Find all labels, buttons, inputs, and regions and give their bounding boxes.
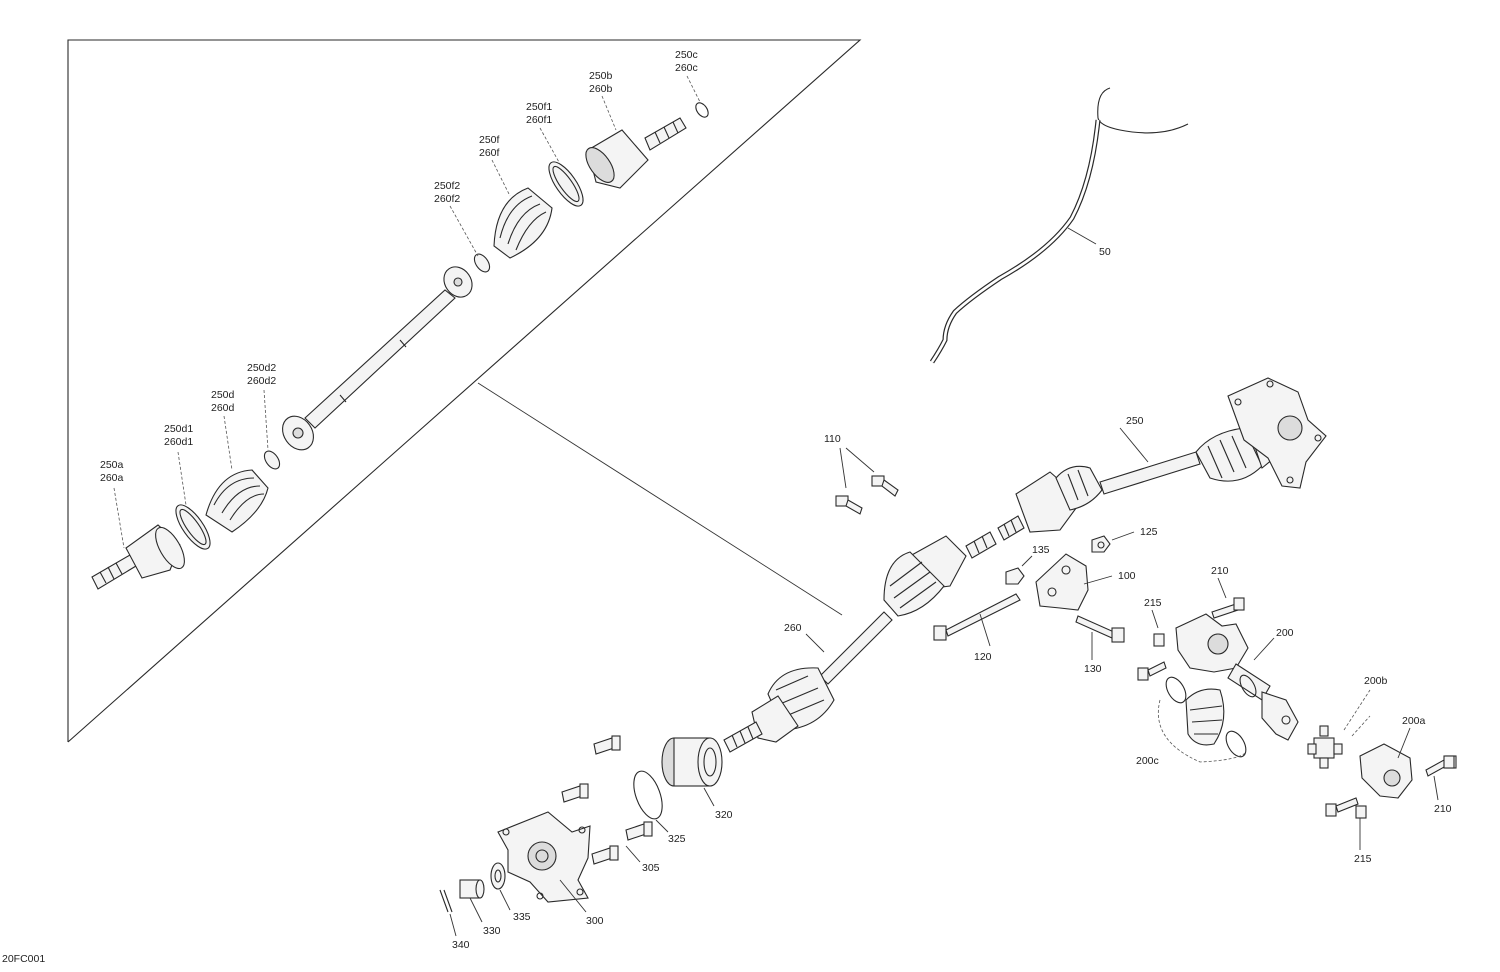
inset-frame	[67, 39, 862, 743]
label-260f2: 260f2	[434, 193, 460, 205]
axle-260-shaft	[819, 611, 893, 685]
part-labels: 250c 260c 250b 260b 250f1 260f1 250f 260…	[2, 49, 1452, 965]
nut-215-top	[1153, 633, 1165, 647]
inset-leaders	[113, 75, 701, 549]
joint-200	[1175, 613, 1299, 741]
label-250b: 250b	[589, 70, 613, 82]
label-300: 300	[586, 915, 604, 927]
nut-125	[1091, 535, 1111, 553]
bearing-320	[661, 737, 723, 787]
bolt-210-right	[1425, 755, 1455, 777]
inset-shaft	[304, 289, 456, 429]
inset-stub-shaft-250a	[91, 554, 137, 590]
label-250d2: 250d2	[247, 362, 276, 374]
boot-200c	[1165, 676, 1247, 758]
label-250f2: 250f2	[434, 180, 460, 192]
inset-stub-shaft-250b	[644, 117, 687, 151]
inset-connector-line	[477, 382, 843, 616]
inset-splines	[99, 562, 123, 584]
circlip-325	[633, 770, 663, 820]
label-200b: 200b	[1364, 675, 1388, 687]
washer-335	[490, 862, 506, 890]
label-250f1: 250f1	[526, 101, 552, 113]
yoke-200a	[1359, 743, 1413, 799]
label-260: 260	[784, 622, 802, 634]
label-200a: 200a	[1402, 715, 1426, 727]
label-130: 130	[1084, 663, 1102, 675]
bolts-110	[835, 475, 899, 515]
bolt-215-bottom	[1325, 797, 1367, 819]
label-200: 200	[1276, 627, 1294, 639]
castle-nut-330	[459, 879, 485, 899]
label-320: 320	[715, 809, 733, 821]
hub-upper-right	[1227, 377, 1327, 489]
hub-300	[497, 811, 591, 903]
inset-small-clamp-250f2	[473, 253, 491, 273]
label-260c: 260c	[675, 62, 698, 74]
studs-305	[561, 735, 653, 865]
axle-250-stub-shaft	[997, 515, 1025, 541]
cable-50-main	[929, 119, 1101, 364]
label-260d: 260d	[211, 402, 235, 414]
label-100: 100	[1118, 570, 1136, 582]
cotter-pin-340	[439, 889, 453, 913]
label-250: 250	[1126, 415, 1144, 427]
inset-axle-assembly	[91, 102, 709, 590]
inset-clamp-ring-250f1	[548, 161, 584, 207]
label-260a: 260a	[100, 472, 124, 484]
label-260d2: 260d2	[247, 375, 276, 387]
inset-boot-250f	[493, 187, 553, 259]
label-125: 125	[1140, 526, 1158, 538]
label-260f: 260f	[479, 147, 500, 159]
inset-clamp-ring-250d1	[175, 504, 211, 550]
label-210-right: 210	[1434, 803, 1452, 815]
label-250d1: 250d1	[164, 423, 193, 435]
bolt-215-left	[1137, 661, 1167, 681]
axle-250	[997, 377, 1327, 541]
label-135: 135	[1032, 544, 1050, 556]
axle-260-stub-shaft-top	[965, 531, 997, 559]
bracket-100	[1035, 553, 1089, 611]
inset-boot-250d	[205, 469, 269, 533]
axle-250-inner-boot	[1055, 465, 1103, 511]
label-250f: 250f	[479, 134, 500, 146]
label-335: 335	[513, 911, 531, 923]
label-340: 340	[452, 939, 470, 951]
label-250d: 250d	[211, 389, 235, 401]
bolt-210-top	[1211, 597, 1245, 619]
inset-small-clamp-250d2	[263, 450, 281, 470]
label-215-top: 215	[1144, 597, 1162, 609]
inset-cv-housing-face	[155, 526, 185, 570]
label-250c: 250c	[675, 49, 698, 61]
cable-50	[1097, 87, 1189, 134]
nut-135	[1005, 567, 1025, 585]
cross-200b	[1307, 725, 1343, 769]
label-215-bottom: 215	[1354, 853, 1372, 865]
label-325: 325	[668, 833, 686, 845]
label-260d1: 260d1	[164, 436, 193, 448]
inset-circlip-250c	[695, 102, 709, 118]
label-305: 305	[642, 862, 660, 874]
bolt-120	[933, 593, 1021, 641]
label-250a: 250a	[100, 459, 124, 471]
label-260b: 260b	[589, 83, 613, 95]
axle-250-shaft	[1099, 451, 1201, 495]
label-210-top: 210	[1211, 565, 1229, 577]
label-50: 50	[1099, 246, 1111, 258]
axle-260	[723, 531, 997, 753]
bolt-130	[1075, 615, 1125, 643]
label-120: 120	[974, 651, 992, 663]
label-330: 330	[483, 925, 501, 937]
diagram-id: 20FC001	[2, 953, 45, 965]
label-260f1: 260f1	[526, 114, 552, 126]
label-200c: 200c	[1136, 755, 1159, 767]
label-110: 110	[824, 433, 841, 445]
